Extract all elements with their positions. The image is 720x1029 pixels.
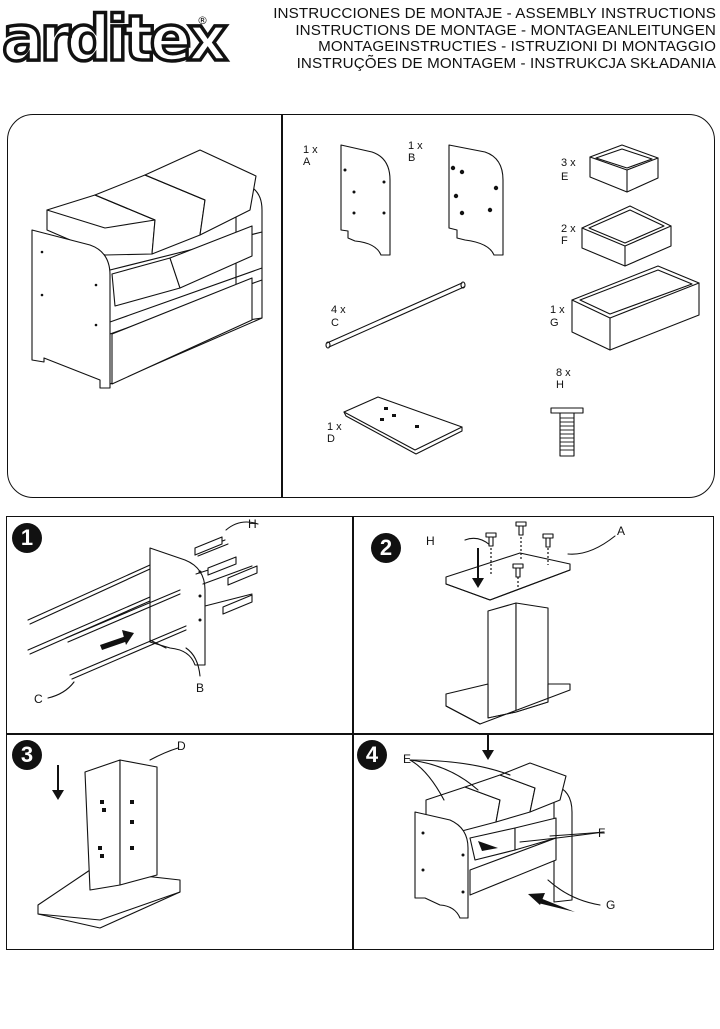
- brand-name: arditex: [2, 2, 228, 75]
- step1-label-h: H: [248, 517, 257, 531]
- parts-overview-panel: [7, 114, 715, 498]
- step4-label-g: G: [606, 898, 616, 912]
- part-h-qty: 8 x: [556, 367, 571, 379]
- part-d-qty: 1 x: [327, 421, 342, 433]
- registered-mark: ®: [197, 14, 208, 27]
- part-c-qty: 4 x: [331, 304, 346, 316]
- step-3-number: 3: [12, 740, 42, 770]
- step1-label-c: C: [34, 692, 43, 706]
- part-c-code: C: [331, 317, 339, 329]
- part-f-code: F: [561, 235, 568, 247]
- title-line: INSTRUÇÕES DE MONTAGEM - INSTRUKCJA SKŁA…: [296, 54, 716, 72]
- part-d-code: D: [327, 433, 335, 445]
- part-f-qty: 2 x: [561, 223, 576, 235]
- part-b-qty: 1 x: [408, 140, 423, 152]
- step2-label-h: H: [426, 534, 435, 548]
- title-line: MONTAGEINSTRUCTIES - ISTRUZIONI DI MONTA…: [318, 38, 716, 56]
- step-2-number: 2: [371, 533, 401, 563]
- step1-label-b: B: [196, 681, 205, 695]
- step-4-number: 4: [357, 740, 387, 770]
- page-title: INSTRUCCIONES DE MONTAJE - ASSEMBLY INST…: [273, 5, 716, 72]
- part-g-code: G: [550, 317, 559, 329]
- part-a-code: A: [303, 156, 311, 168]
- title-line: INSTRUCTIONS DE MONTAGE - MONTAGEANLEITU…: [295, 21, 716, 39]
- step3-label-d: D: [177, 739, 186, 753]
- steps-grid: [6, 516, 714, 950]
- step4-label-f: F: [598, 826, 606, 840]
- title-line: INSTRUCCIONES DE MONTAJE - ASSEMBLY INST…: [273, 5, 716, 22]
- part-a-qty: 1 x: [303, 144, 318, 156]
- panel-divider: [281, 115, 283, 497]
- part-e-code: E: [561, 171, 569, 183]
- part-e-qty: 3 x: [561, 157, 576, 169]
- part-g-qty: 1 x: [550, 304, 565, 316]
- step4-label-e: E: [403, 752, 412, 766]
- part-b-code: B: [408, 152, 416, 164]
- step2-label-a: A: [617, 524, 626, 538]
- step-1-number: 1: [12, 523, 42, 553]
- steps-horizontal-divider: [7, 733, 713, 735]
- part-h-code: H: [556, 379, 564, 391]
